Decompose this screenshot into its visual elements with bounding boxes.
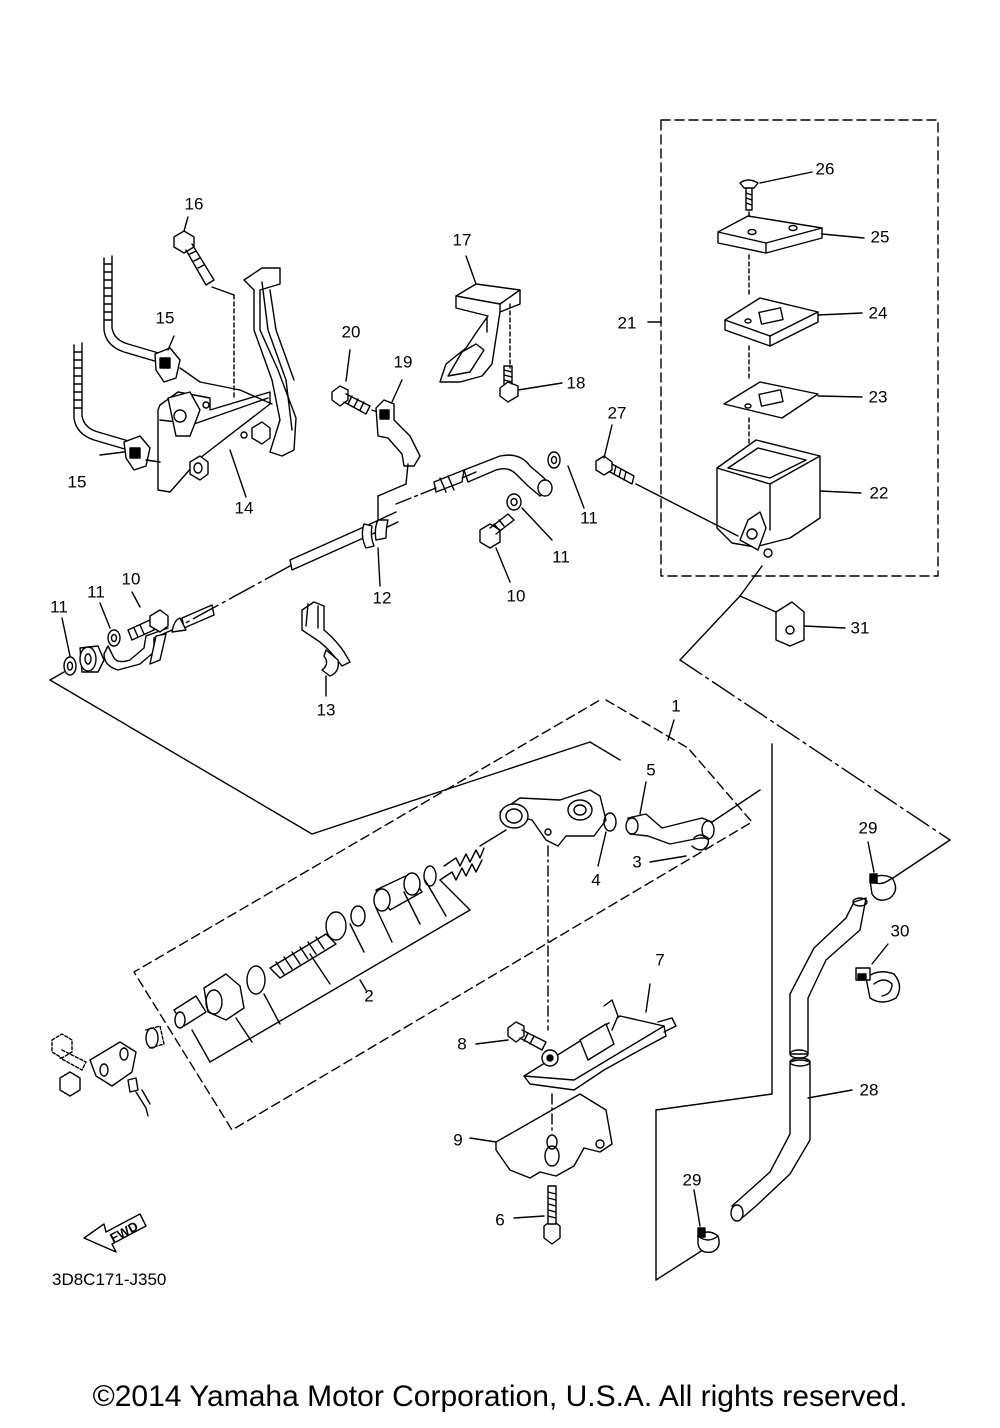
callout-17: 17 bbox=[452, 230, 472, 250]
callout-7: 7 bbox=[655, 950, 665, 970]
callout-24: 24 bbox=[868, 303, 888, 323]
callout-20: 20 bbox=[341, 322, 361, 342]
lower-frame-lines bbox=[655, 743, 773, 1281]
brake-hose-assembly bbox=[49, 451, 585, 835]
figure-code: 3D8C171-J350 bbox=[52, 1270, 167, 1289]
reservoir-assembly-group-outline bbox=[647, 119, 939, 577]
cable-tie-part-15-upper bbox=[103, 255, 241, 391]
callout-16: 16 bbox=[184, 194, 204, 214]
callout-28: 28 bbox=[859, 1080, 879, 1100]
callout-14: 14 bbox=[234, 498, 254, 518]
reservoir-body-part-22 bbox=[716, 439, 862, 558]
bracket-part-14 bbox=[157, 267, 297, 498]
bolt-part-16 bbox=[173, 216, 235, 399]
callout-19: 19 bbox=[393, 352, 413, 372]
bolt-part-20 bbox=[331, 349, 381, 415]
diaphragm-part-23 bbox=[723, 381, 863, 453]
reservoir-hose-part-28 bbox=[730, 897, 868, 1222]
cable-tie-part-15-lower bbox=[73, 342, 161, 471]
hose-fitting-part-5 bbox=[625, 781, 761, 845]
callout-30: 30 bbox=[890, 921, 910, 941]
callout-10-right: 10 bbox=[506, 586, 526, 606]
callout-13: 13 bbox=[316, 700, 336, 720]
bracket-part-17 bbox=[439, 255, 521, 383]
o-ring-part-4 bbox=[597, 812, 617, 867]
clevis-parts bbox=[51, 1025, 165, 1117]
callout-6: 6 bbox=[495, 1210, 505, 1230]
reservoir-cap-part-25 bbox=[717, 215, 865, 297]
hose-clamp-part-29-lower bbox=[693, 1189, 720, 1254]
copyright-notice: ©2014 Yamaha Motor Corporation, U.S.A. A… bbox=[92, 1380, 908, 1413]
bolt-part-27 bbox=[595, 424, 739, 537]
diaphragm-plate-part-24 bbox=[724, 297, 863, 381]
callout-8: 8 bbox=[457, 1034, 467, 1054]
callout-9: 9 bbox=[453, 1130, 463, 1150]
reservoir-hose-routing-lines bbox=[679, 595, 951, 881]
master-cylinder-body-part-1 bbox=[499, 789, 607, 1031]
callout-26: 26 bbox=[815, 159, 835, 179]
hose-clip-part-31 bbox=[739, 565, 846, 647]
clamp-part-19 bbox=[375, 379, 421, 521]
callout-29-upper: 29 bbox=[858, 818, 878, 838]
callout-1: 1 bbox=[671, 696, 681, 716]
master-cylinder-group-outline bbox=[133, 699, 753, 1131]
callout-11-mid-right: 11 bbox=[552, 547, 570, 567]
hose-clamp-part-30 bbox=[855, 943, 901, 1003]
callout-4: 4 bbox=[591, 870, 601, 890]
mounting-bracket-part-7 bbox=[523, 983, 677, 1091]
cover-plate-part-9 bbox=[469, 1093, 613, 1179]
callout-21: 21 bbox=[617, 313, 637, 333]
clamp-part-13 bbox=[301, 601, 351, 697]
callout-10-left: 10 bbox=[121, 569, 141, 589]
hose-clamp-part-29-upper bbox=[867, 841, 897, 901]
callout-31: 31 bbox=[850, 618, 870, 638]
callout-11-top-right: 11 bbox=[580, 508, 598, 528]
bolt-part-18 bbox=[499, 365, 563, 403]
callout-23: 23 bbox=[868, 387, 888, 407]
callout-2: 2 bbox=[364, 986, 374, 1006]
circlip-part-3 bbox=[649, 834, 710, 863]
callout-29-lower: 29 bbox=[682, 1170, 702, 1190]
callout-15-upper: 15 bbox=[155, 308, 175, 328]
callout-22: 22 bbox=[869, 483, 889, 503]
piston-kit-part-2 bbox=[173, 829, 507, 1063]
callout-25: 25 bbox=[870, 227, 890, 247]
callout-12: 12 bbox=[372, 588, 392, 608]
callout-11-left-outer: 11 bbox=[50, 597, 68, 617]
callout-27: 27 bbox=[607, 403, 627, 423]
bolt-part-6 bbox=[513, 1185, 561, 1245]
bolt-part-8 bbox=[475, 1021, 547, 1051]
callout-15-lower: 15 bbox=[67, 472, 87, 492]
callout-3: 3 bbox=[632, 852, 642, 872]
callout-11-left-inner: 11 bbox=[87, 582, 105, 602]
callout-18: 18 bbox=[566, 373, 586, 393]
callout-5: 5 bbox=[646, 760, 656, 780]
forward-arrow-icon bbox=[83, 1213, 147, 1253]
